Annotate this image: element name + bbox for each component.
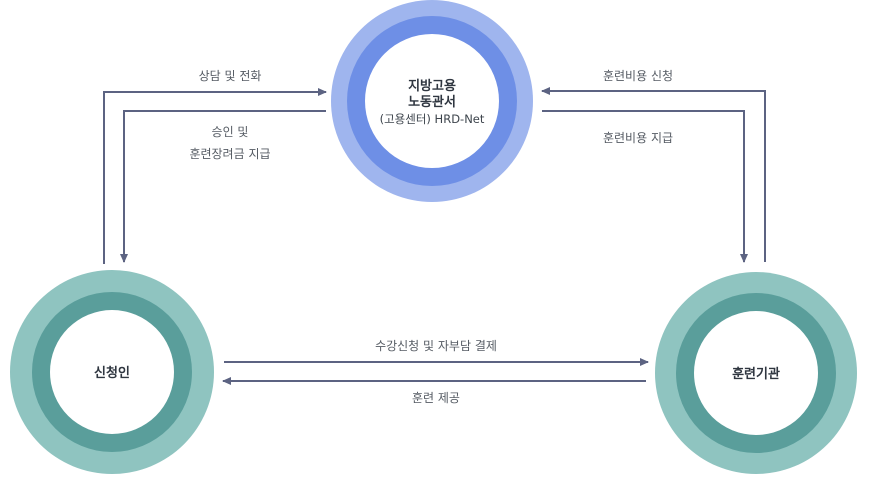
node-applicant-label: 신청인	[94, 365, 130, 381]
label-consult: 상담 및 전화	[199, 69, 262, 83]
arrow-approve	[120, 110, 326, 263]
node-labor-office-line3: (고용센터) HRD-Net	[380, 112, 485, 126]
label-cost-payment: 훈련비용 지급	[603, 131, 673, 145]
label-enroll: 수강신청 및 자부담 결제	[375, 339, 497, 353]
node-labor-office: 지방고용 노동관서 (고용센터) HRD-Net	[331, 0, 533, 202]
arrow-consult	[103, 88, 327, 264]
label-provide: 훈련 제공	[412, 391, 460, 405]
node-applicant: 신청인	[10, 270, 214, 474]
label-cost-request: 훈련비용 신청	[603, 69, 673, 83]
node-training-institution: 훈련기관	[655, 272, 857, 474]
node-labor-office-line2: 노동관서	[408, 94, 456, 110]
arrow-cost-payment	[542, 110, 748, 263]
node-labor-office-line1: 지방고용	[408, 78, 456, 94]
label-approve-line1: 승인 및	[212, 125, 249, 139]
arrows	[103, 87, 766, 385]
label-approve-line2: 훈련장려금 지급	[189, 147, 270, 161]
node-training-institution-label: 훈련기관	[732, 366, 780, 382]
arrow-cost-request	[541, 87, 766, 262]
